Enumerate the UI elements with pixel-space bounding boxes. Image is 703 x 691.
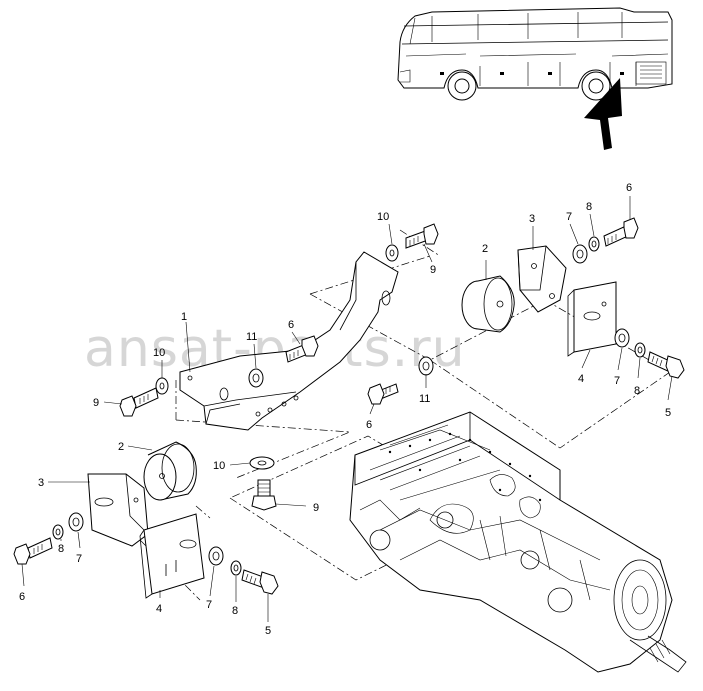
bolt-9-center bbox=[251, 479, 277, 511]
leader-lines bbox=[21, 196, 673, 622]
washer-10-center bbox=[249, 456, 275, 470]
washer-10-left bbox=[155, 377, 169, 395]
washer-10-top bbox=[385, 244, 399, 262]
callout-label: 5 bbox=[665, 407, 671, 419]
bracket-part-1 bbox=[179, 251, 399, 431]
washer-11-right bbox=[418, 356, 434, 376]
rubber-mount-upper bbox=[461, 275, 515, 333]
gearbox-illustration bbox=[349, 411, 687, 673]
callout-label: 8 bbox=[586, 201, 592, 213]
callout-label: 2 bbox=[482, 243, 488, 255]
bolt-6-center bbox=[285, 335, 319, 363]
callout-label: 9 bbox=[313, 502, 319, 514]
washer-11-center bbox=[248, 368, 264, 388]
washer-7-lower bbox=[208, 546, 224, 566]
bracket-part-4-lower bbox=[139, 513, 205, 599]
bus-illustration bbox=[397, 7, 673, 101]
bolt-9-left bbox=[119, 387, 159, 417]
callout-label: 9 bbox=[430, 264, 436, 276]
callout-label: 3 bbox=[38, 477, 44, 489]
bolt-5-right bbox=[647, 351, 685, 379]
callout-label: 10 bbox=[153, 347, 165, 359]
bolt-6-lower-left bbox=[13, 537, 53, 565]
callout-label: 7 bbox=[206, 599, 212, 611]
callout-label: 7 bbox=[566, 211, 572, 223]
callout-label: 10 bbox=[213, 460, 225, 472]
callout-label: 4 bbox=[578, 373, 584, 385]
callout-label: 7 bbox=[614, 375, 620, 387]
washer-8-right bbox=[634, 342, 646, 358]
bracket-part-3-lower bbox=[87, 473, 149, 547]
bracket-part-3-upper bbox=[517, 245, 567, 313]
rubber-mount-lower bbox=[143, 441, 197, 501]
callout-label: 9 bbox=[93, 397, 99, 409]
callout-label: 10 bbox=[377, 211, 389, 223]
callout-label: 11 bbox=[246, 331, 257, 343]
callout-label: 6 bbox=[19, 591, 25, 603]
callout-label: 8 bbox=[634, 385, 640, 397]
callout-label: 5 bbox=[265, 625, 271, 637]
callout-label: 2 bbox=[118, 441, 124, 453]
bolt-6-mid bbox=[367, 383, 399, 405]
washer-7-right bbox=[614, 328, 630, 348]
bolt-5-lower bbox=[241, 569, 279, 595]
washer-7-lower-left bbox=[68, 512, 84, 532]
washer-7-upper-right bbox=[572, 244, 588, 264]
callout-label: 8 bbox=[58, 543, 64, 555]
callout-label: 3 bbox=[529, 213, 535, 225]
callout-label: 4 bbox=[156, 603, 162, 615]
callout-label: 6 bbox=[626, 182, 632, 194]
washer-8-upper-right bbox=[588, 236, 600, 252]
callout-labels: 10 9 2 3 7 8 6 1 11 6 10 9 4 7 8 5 11 6 … bbox=[19, 182, 671, 637]
callout-label: 6 bbox=[366, 419, 372, 431]
bracket-part-4-upper bbox=[567, 281, 617, 357]
bolt-6-upper-right bbox=[603, 217, 639, 247]
washer-8-lower-left bbox=[52, 524, 64, 540]
callout-label: 8 bbox=[232, 605, 238, 617]
callout-label: 7 bbox=[76, 553, 82, 565]
bolt-9-top bbox=[405, 223, 439, 249]
location-arrow-icon bbox=[584, 78, 622, 150]
callout-label: 1 bbox=[181, 311, 187, 323]
washer-8-lower bbox=[230, 560, 242, 576]
callout-label: 11 bbox=[419, 393, 430, 405]
callout-label: 6 bbox=[288, 319, 294, 331]
